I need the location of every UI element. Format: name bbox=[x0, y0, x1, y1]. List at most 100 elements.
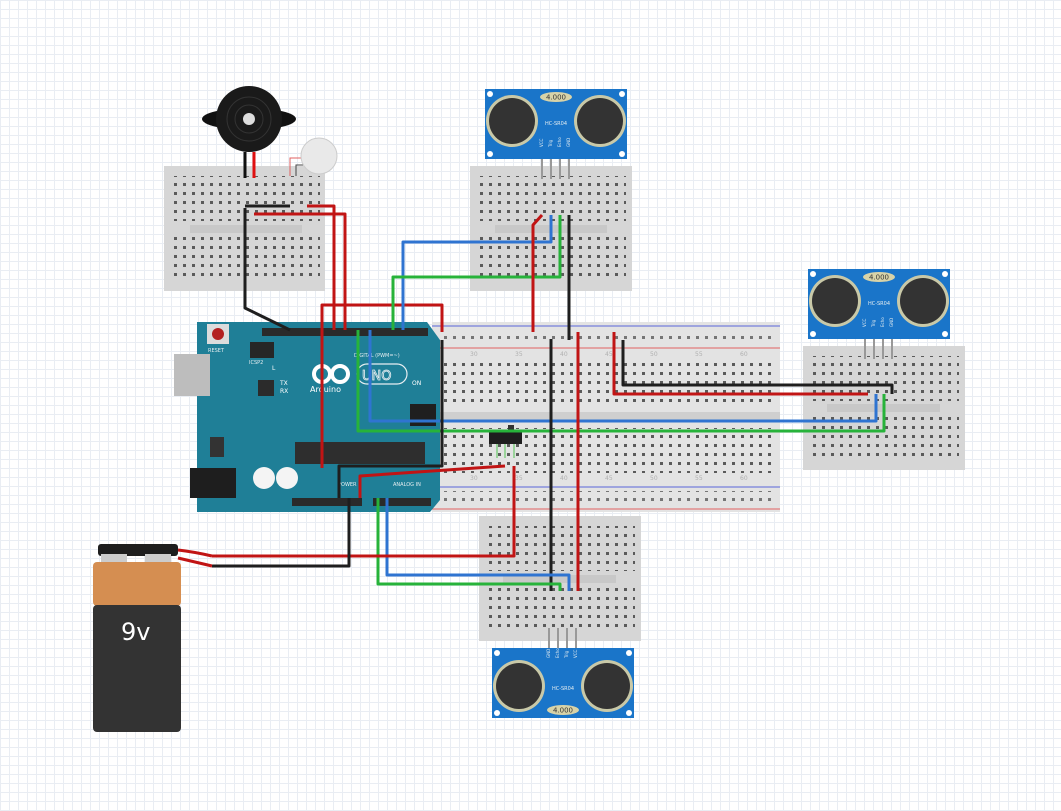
transducer bbox=[489, 98, 535, 144]
wires bbox=[177, 204, 894, 591]
crystal bbox=[863, 272, 895, 282]
usb-port bbox=[174, 354, 210, 396]
power-label: POWER bbox=[338, 482, 357, 488]
sensor-pin-label: VCC bbox=[539, 138, 544, 147]
mount-hole bbox=[487, 91, 493, 97]
sensor-display: 4.000 bbox=[546, 94, 566, 102]
mount-hole bbox=[494, 650, 500, 656]
transducer bbox=[900, 278, 946, 324]
battery-9v[interactable]: 9v bbox=[93, 544, 181, 732]
column-number: 30 bbox=[470, 475, 478, 482]
sensor-model: HC-SR04 bbox=[552, 686, 574, 692]
column-number: 40 bbox=[560, 351, 568, 358]
column-number: 45 bbox=[605, 351, 613, 358]
piezo-buzzer[interactable] bbox=[202, 86, 296, 178]
mount-hole bbox=[626, 650, 632, 656]
sensor-pin-label: GND bbox=[889, 318, 894, 327]
wire-blue-right-trig[interactable] bbox=[368, 330, 878, 423]
sensor-pin-label: Echo bbox=[555, 648, 560, 658]
capacitor-2 bbox=[276, 467, 298, 489]
mount-hole bbox=[619, 151, 625, 157]
transducer bbox=[812, 278, 858, 324]
wire-blue-top-trig[interactable] bbox=[401, 215, 553, 330]
digital-label: DIGITAL (PWM=~) bbox=[354, 353, 400, 359]
column-number: 45 bbox=[605, 475, 613, 482]
transducer bbox=[584, 663, 630, 709]
mount-hole bbox=[810, 331, 816, 337]
wire-red-switch-vin[interactable] bbox=[358, 464, 506, 498]
wire-black-battery-gnd[interactable] bbox=[212, 498, 351, 568]
sensor-pin-label: GND bbox=[546, 649, 551, 658]
mount-hole bbox=[626, 710, 632, 716]
sensor-pin-label: Echo bbox=[557, 137, 562, 147]
arduino-logo-text: Arduino bbox=[310, 385, 341, 394]
sensor-pin-label: Trig bbox=[564, 650, 569, 659]
wire-green-bottom-echo[interactable] bbox=[376, 498, 562, 591]
on-label: ON bbox=[412, 380, 421, 387]
mount-hole bbox=[810, 271, 816, 277]
column-number: 50 bbox=[650, 475, 658, 482]
mount-hole bbox=[494, 710, 500, 716]
wire-black-gnd-rail[interactable] bbox=[337, 340, 444, 498]
mount-hole bbox=[942, 271, 948, 277]
sensor-pin-label: Trig bbox=[548, 139, 553, 148]
crystal bbox=[547, 705, 579, 715]
wire-red-motor-pin[interactable] bbox=[307, 204, 336, 330]
column-number: 60 bbox=[740, 475, 748, 482]
led-label-tx: TX bbox=[279, 380, 288, 387]
atmega-chip bbox=[295, 442, 425, 464]
transducer bbox=[577, 98, 623, 144]
column-number: 55 bbox=[695, 475, 703, 482]
wire-red-5v-rail[interactable] bbox=[320, 303, 444, 468]
uno-label: UNO bbox=[362, 369, 391, 384]
battery-leads bbox=[177, 548, 213, 568]
led-label-rx: RX bbox=[280, 388, 288, 395]
wire-black-right-gnd[interactable] bbox=[621, 340, 894, 394]
crystal bbox=[540, 92, 572, 102]
power-jack bbox=[190, 468, 236, 498]
column-number: 60 bbox=[740, 351, 748, 358]
sensor-pin-label: Trig bbox=[871, 319, 876, 328]
vibration-motor[interactable] bbox=[289, 137, 338, 176]
icsp2-label: ICSP2 bbox=[249, 360, 263, 366]
column-number: 35 bbox=[515, 351, 523, 358]
column-number: 35 bbox=[515, 475, 523, 482]
sensor-pin-label: GND bbox=[566, 138, 571, 147]
wire-red-buzzer-pin[interactable] bbox=[254, 212, 347, 330]
transducer bbox=[496, 663, 542, 709]
capacitor-1 bbox=[253, 467, 275, 489]
mount-hole bbox=[619, 91, 625, 97]
wire-green-top-echo[interactable] bbox=[391, 215, 562, 330]
column-number: 30 bbox=[470, 351, 478, 358]
sensor-pin-label: Echo bbox=[880, 317, 885, 327]
column-number: 40 bbox=[560, 475, 568, 482]
wire-black-buzzer-gnd[interactable] bbox=[243, 208, 291, 332]
sensor-pin-label: VCC bbox=[573, 649, 578, 658]
wire-red-battery-switch[interactable] bbox=[212, 466, 516, 558]
mount-hole bbox=[487, 151, 493, 157]
reset-label: RESET bbox=[208, 348, 225, 354]
arduino-uno[interactable]: RESET ICSP2 Arduino UNO L TX RX ON DIGIT… bbox=[174, 322, 440, 512]
slide-switch[interactable] bbox=[489, 425, 522, 458]
mini-breadboard-top bbox=[470, 166, 632, 291]
sensor-display: 4.000 bbox=[553, 707, 573, 715]
analog-header bbox=[373, 498, 431, 506]
icsp-header bbox=[410, 404, 436, 426]
wire-green-right-echo[interactable] bbox=[356, 330, 886, 433]
ultrasonic-sensor-bottom[interactable]: 4.000 HC-SR04 GND Echo Trig VCC bbox=[492, 628, 634, 718]
wire-blue-bottom-trig[interactable] bbox=[385, 498, 571, 591]
column-number: 50 bbox=[650, 351, 658, 358]
wire-red-right-vcc[interactable] bbox=[612, 332, 868, 396]
battery-label: 9v bbox=[121, 618, 150, 646]
sensor-model: HC-SR04 bbox=[545, 121, 567, 127]
led-label-l: L bbox=[272, 365, 276, 372]
mount-hole bbox=[942, 331, 948, 337]
main-breadboard: 30 30 35 35 40 40 45 45 50 50 55 55 60 60 bbox=[432, 322, 780, 512]
sensor-pin-label: VCC bbox=[862, 318, 867, 327]
sensor-model: HC-SR04 bbox=[868, 301, 890, 307]
column-number: 55 bbox=[695, 351, 703, 358]
wire-red-top-vcc[interactable] bbox=[531, 213, 544, 332]
